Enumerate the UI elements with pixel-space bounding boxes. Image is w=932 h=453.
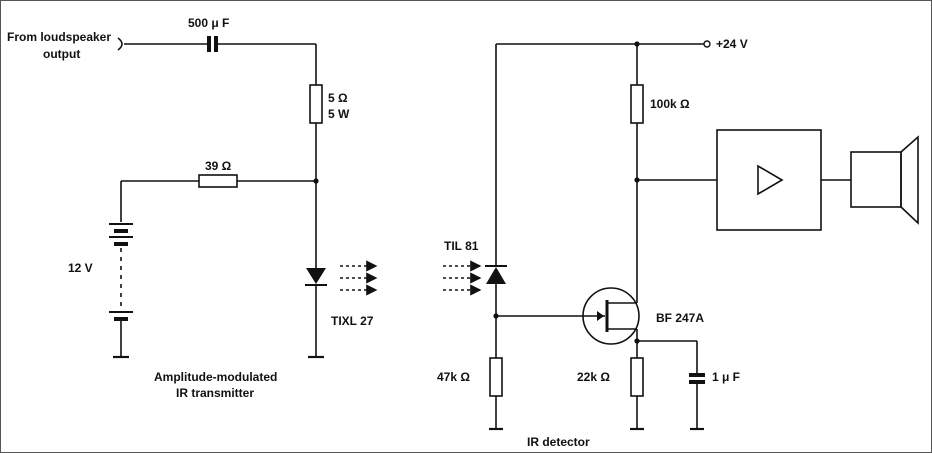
bias-resistor-label: 39 Ω (205, 159, 232, 173)
load-resistor-label: 100k Ω (650, 97, 690, 111)
loudspeaker-icon (850, 135, 919, 225)
photodiode (485, 265, 507, 284)
supply-label: +24 V (716, 37, 748, 51)
load-resistor (630, 84, 644, 124)
battery-label: 12 V (68, 261, 93, 275)
battery-12v (109, 223, 133, 321)
source-resistor (630, 357, 644, 397)
led-label: TIXL 27 (331, 314, 374, 328)
source-resistor-label: 22k Ω (577, 370, 610, 384)
ir-incoming-arrows (443, 260, 482, 296)
detector-circuit: +24 V 100k Ω TIL 81 BF 247A 47k Ω 22k Ω … (437, 37, 919, 449)
photodiode-label: TIL 81 (444, 239, 479, 253)
fet-transistor (582, 287, 640, 345)
transmitter-caption: Amplitude-modulated (154, 370, 277, 384)
input-jack (117, 37, 123, 51)
detector-caption: IR detector (527, 435, 590, 449)
coupling-capacitor (207, 36, 218, 52)
gate-resistor-label: 47k Ω (437, 370, 470, 384)
bias-resistor (198, 174, 238, 188)
bypass-capacitor (689, 373, 705, 384)
series-resistor-value: 5 Ω (328, 91, 348, 105)
ir-emission-arrows (340, 260, 378, 296)
series-resistor-power: 5 W (328, 107, 350, 121)
input-label: From loudspeaker (7, 30, 111, 44)
amplifier-icon (757, 164, 784, 196)
series-resistor (309, 84, 323, 124)
bypass-cap-label: 1 μ F (712, 370, 740, 384)
fet-label: BF 247A (656, 311, 704, 325)
gate-resistor (489, 357, 503, 397)
input-label-sub: output (43, 47, 80, 61)
supply-terminal (703, 40, 711, 48)
coupling-cap-label: 500 μ F (188, 16, 229, 30)
transmitter-circuit: From loudspeaker output 500 μ F 5 Ω 5 W … (7, 16, 378, 400)
amplifier-block (716, 129, 822, 231)
transmitter-caption-sub: IR transmitter (176, 386, 254, 400)
ir-led (305, 268, 327, 286)
